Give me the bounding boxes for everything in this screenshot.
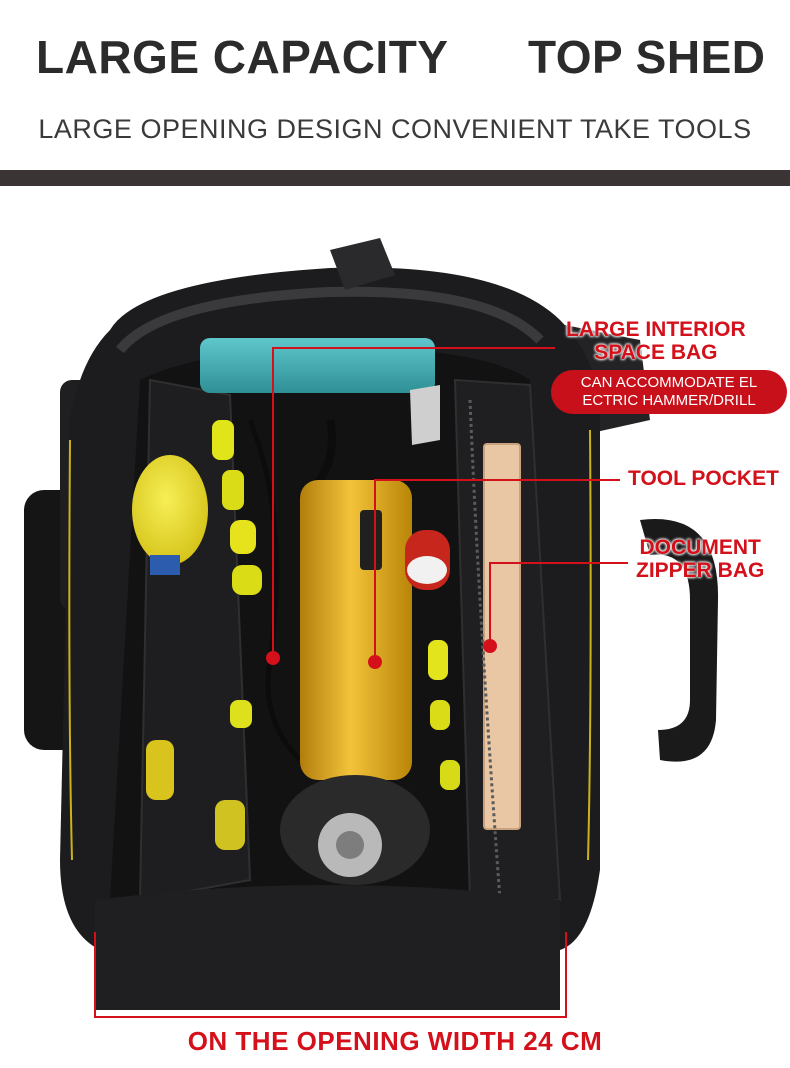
title-top-shed: TOP SHED — [528, 31, 766, 83]
right-handle — [640, 519, 719, 762]
bag-front-bottom — [95, 885, 560, 1010]
callout-document-line2: ZIPPER BAG — [636, 559, 765, 582]
marker-dot-tool-pocket — [368, 655, 382, 669]
interior-note-badge: CAN ACCOMMODATE EL ECTRIC HAMMER/DRILL — [551, 370, 787, 414]
subtitle: LARGE OPENING DESIGN CONVENIENT TAKE TOO… — [38, 114, 752, 144]
marker-dot-interior — [266, 651, 280, 665]
callout-tool-pocket: TOOL POCKET — [628, 467, 779, 490]
interior-note-line1: CAN ACCOMMODATE EL — [580, 374, 758, 391]
tool-bag-photo — [0, 186, 790, 1068]
document-notebook — [483, 443, 521, 830]
teal-tool-case — [200, 338, 435, 393]
angle-grinder — [300, 480, 412, 780]
callout-large-interior-line1: LARGE INTERIOR — [566, 318, 746, 341]
marker-dot-document — [483, 639, 497, 653]
tool-bag-illustration — [24, 238, 719, 1018]
callout-large-interior-line2: SPACE BAG — [594, 341, 718, 364]
divider-band — [0, 170, 790, 186]
opening-width-label: ON THE OPENING WIDTH 24 CM — [187, 1026, 603, 1056]
pliers — [410, 385, 440, 445]
callout-document-line1: DOCUMENT — [639, 536, 761, 559]
callout-document-zipper-bag: DOCUMENT ZIPPER BAG — [636, 536, 764, 582]
interior-note-line2: ECTRIC HAMMER/DRILL — [582, 392, 756, 409]
title-large-capacity: LARGE CAPACITY — [36, 31, 449, 83]
tape-measure — [132, 455, 208, 565]
header: LARGE CAPACITY TOP SHED LARGE OPENING DE… — [0, 0, 790, 190]
callout-lines — [94, 347, 628, 1018]
callout-large-interior: LARGE INTERIOR SPACE BAG — [566, 318, 746, 364]
